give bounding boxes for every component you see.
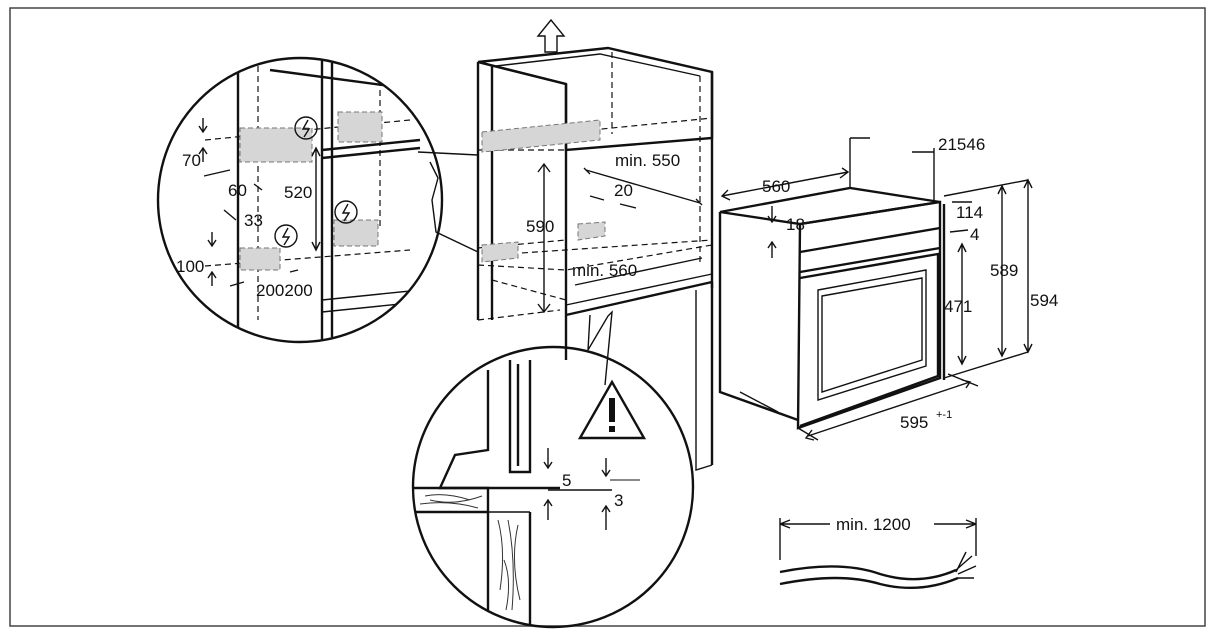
mounting-detail-circle: 5 3 xyxy=(411,345,695,629)
dim-4: 4 xyxy=(970,225,979,244)
dim-114: 114 xyxy=(956,203,983,222)
dim-18: 18 xyxy=(786,215,805,234)
dim-589: 589 xyxy=(990,261,1018,280)
dim-590: 590 xyxy=(526,217,554,236)
dim-21546: 21546 xyxy=(938,135,985,154)
dim-100: 100 xyxy=(176,257,204,276)
warning-triangle-icon xyxy=(577,379,647,440)
callout-bottom xyxy=(587,310,613,386)
diagram-frame xyxy=(9,7,1206,627)
dim-595-tolerance: +-1 xyxy=(936,409,952,421)
dim-560: 560 xyxy=(762,177,790,196)
niche-dimensions: min. 550 min. 560 590 20 xyxy=(526,151,703,314)
cabinet-housing xyxy=(476,46,714,471)
oven-dimensions: 560 18 21546 114 4 471 589 594 595 +-1 xyxy=(720,135,1058,441)
dim-471: 471 xyxy=(944,297,972,316)
dim-595: 595 xyxy=(900,413,928,432)
dim-min1200: min. 1200 xyxy=(836,515,911,534)
dim-5: 5 xyxy=(562,471,571,490)
dim-594: 594 xyxy=(1030,291,1058,310)
dim-70: 70 xyxy=(182,151,201,170)
dim-33: 33 xyxy=(244,211,263,230)
electric-socket-icon-top xyxy=(294,116,318,140)
electric-socket-icon-bottom xyxy=(274,224,298,248)
dim-min560: min. 560 xyxy=(572,261,637,280)
socket-detail-circle: 70 60 520 33 100 200200 xyxy=(156,56,444,344)
electric-socket-icon-right xyxy=(334,200,358,224)
callout-top xyxy=(417,151,479,253)
dim-min550: min. 550 xyxy=(615,151,680,170)
ventilation-up-arrow-icon xyxy=(536,18,566,53)
dim-20: 20 xyxy=(614,181,633,200)
dim-200200: 200200 xyxy=(256,281,313,300)
dim-3: 3 xyxy=(614,491,623,510)
dim-60: 60 xyxy=(228,181,247,200)
dim-520: 520 xyxy=(284,183,312,202)
oven-appliance xyxy=(718,186,946,430)
power-cable: min. 1200 xyxy=(779,515,977,590)
